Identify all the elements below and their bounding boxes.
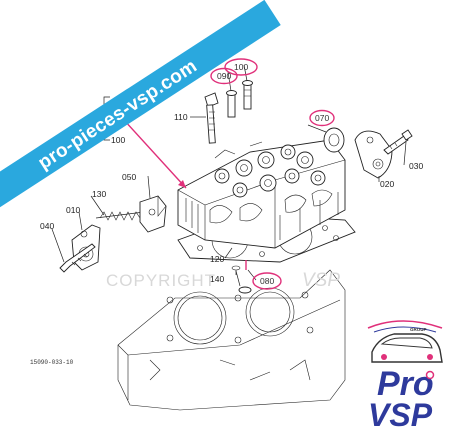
provsp-logo: GROUP Pro VSP <box>367 320 443 433</box>
part-labels: 110 090 100 070 030 020 050 130 010 040 … <box>30 62 423 366</box>
label-110: 110 <box>174 112 188 122</box>
logo-group-label: GROUP <box>410 327 427 332</box>
diagram-reference-code: 15090-033-10 <box>30 359 74 366</box>
label-130: 130 <box>92 189 106 199</box>
banner-strip <box>0 0 281 211</box>
valve-components <box>204 80 253 144</box>
engine-block <box>117 269 346 411</box>
copyright-text: COPYRIGHT <box>106 271 216 290</box>
cylinder-head <box>177 139 346 249</box>
washer-140 <box>231 265 252 294</box>
logo-line-pro: Pro <box>377 365 434 403</box>
label-100: 100 <box>234 62 248 72</box>
label-070: 070 <box>315 113 329 123</box>
copyright-brand: VSP <box>302 270 340 291</box>
label-010: 010 <box>66 205 80 215</box>
label-080: 080 <box>260 276 274 286</box>
logo-line-vsp: VSP <box>368 397 433 433</box>
car-icon: GROUP <box>367 320 443 363</box>
right-plate-assembly <box>323 127 413 179</box>
label-020: 020 <box>380 179 394 189</box>
label-030: 030 <box>409 161 423 171</box>
label-100-left: 100 <box>111 135 125 145</box>
copyright-watermark: COPYRIGHT VSP <box>106 270 340 291</box>
label-040: 040 <box>40 221 54 231</box>
left-bracket-assembly <box>59 195 167 273</box>
label-050: 050 <box>122 172 136 182</box>
logo-dot-icon <box>425 370 435 380</box>
label-120: 120 <box>210 254 224 264</box>
label-140: 140 <box>210 274 224 284</box>
label-090: 090 <box>217 71 231 81</box>
